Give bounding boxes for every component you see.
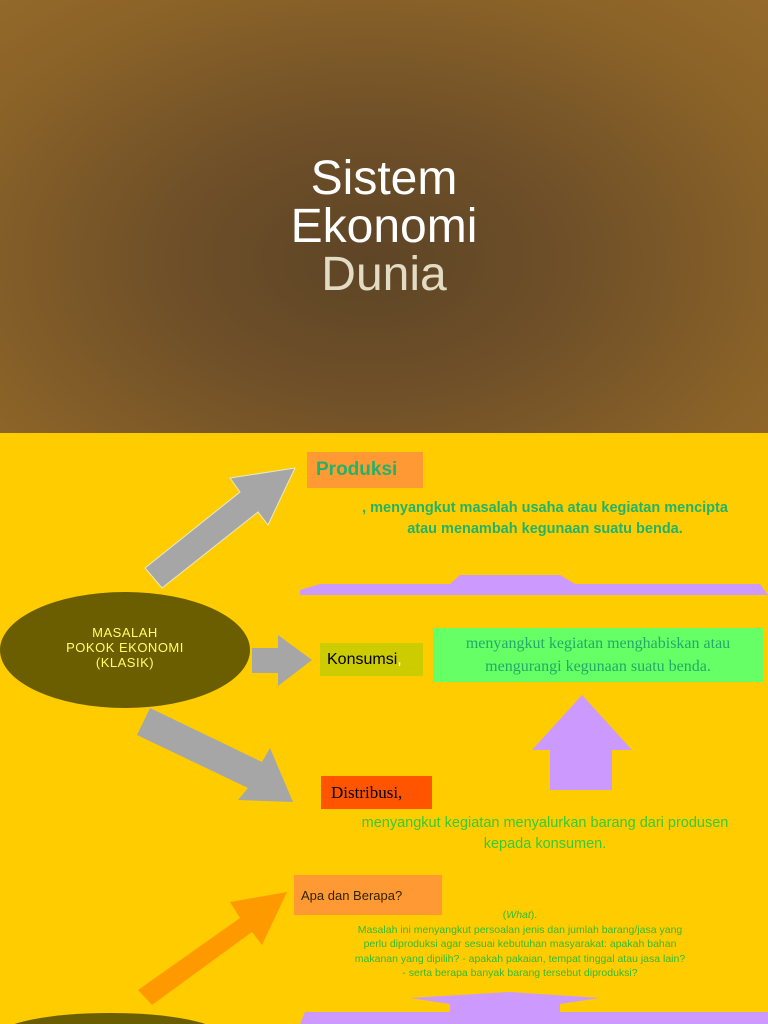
- arrow-down-right: [137, 708, 293, 802]
- lavender-up-arrow: [532, 695, 632, 790]
- title-slide: Sistem Ekonomi Dunia: [0, 0, 768, 433]
- lavender-banner-2: [300, 992, 768, 1024]
- produksi-desc: , menyangkut masalah usaha atau kegiatan…: [362, 500, 728, 537]
- konsumsi-box: Konsumsi,: [320, 643, 423, 676]
- apa-berapa-box: Apa dan Berapa?: [294, 875, 442, 915]
- distribusi-box: Distribusi,: [321, 776, 432, 809]
- apa-berapa-desc: (What). Masalah ini menyangkut persoalan…: [354, 909, 686, 979]
- arrow-right: [252, 635, 312, 686]
- arrow-up-right: [144, 467, 296, 589]
- arrow-up-right-orange: [138, 892, 287, 1005]
- slide-title: Sistem Ekonomi Dunia: [290, 152, 478, 301]
- lavender-banner-1: [300, 575, 768, 595]
- konsumsi-desc-box: menyangkut kegiatan menghabiskan atau me…: [433, 628, 763, 682]
- olive-ellipse-bottom: [14, 1013, 206, 1024]
- center-ellipse: [0, 592, 250, 708]
- produksi-box: Produksi: [307, 452, 423, 488]
- center-label: MASALAH POKOK EKONOMI (KLASIK): [66, 625, 184, 670]
- content-slide: [0, 433, 768, 1024]
- distribusi-desc: menyangkut kegiatan menyalurkan barang d…: [361, 815, 729, 852]
